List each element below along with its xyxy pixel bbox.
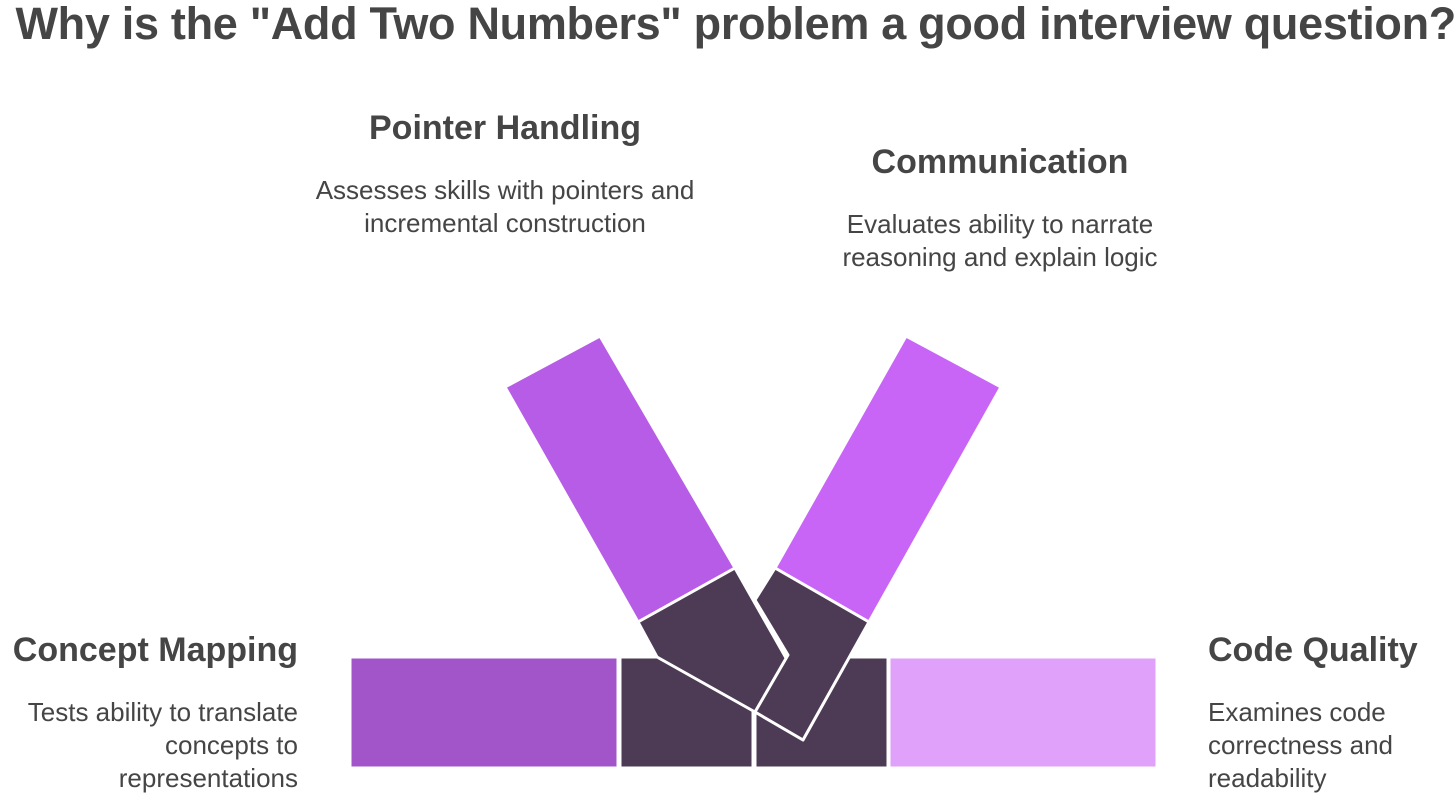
communication-description: Evaluates ability to narrate reasoning a… <box>842 209 1158 272</box>
communication-section: Communication Evaluates ability to narra… <box>800 142 1200 274</box>
communication-heading: Communication <box>871 143 1129 181</box>
concept-mapping-bar <box>348 655 620 770</box>
center-right-diagonal <box>753 566 871 742</box>
code-quality-description: Examines code correctness and readabilit… <box>1208 697 1393 793</box>
concept-mapping-section: Concept Mapping Tests ability to transla… <box>0 630 298 795</box>
concept-mapping-description: Tests ability to translate concepts to r… <box>27 697 298 793</box>
pointer-handling-heading: Pointer Handling <box>369 109 641 147</box>
pointer-handling-section: Pointer Handling Assesses skills with po… <box>300 108 710 240</box>
page-title: Why is the "Add Two Numbers" problem a g… <box>15 0 1456 49</box>
communication-bar <box>773 334 1003 624</box>
code-quality-heading: Code Quality <box>1208 631 1418 669</box>
code-quality-section: Code Quality Examines code correctness a… <box>1208 630 1456 795</box>
code-quality-bar <box>887 655 1159 770</box>
pointer-handling-bar <box>503 334 737 624</box>
pointer-handling-description: Assesses skills with pointers and increm… <box>315 175 695 238</box>
concept-mapping-heading: Concept Mapping <box>12 631 298 669</box>
